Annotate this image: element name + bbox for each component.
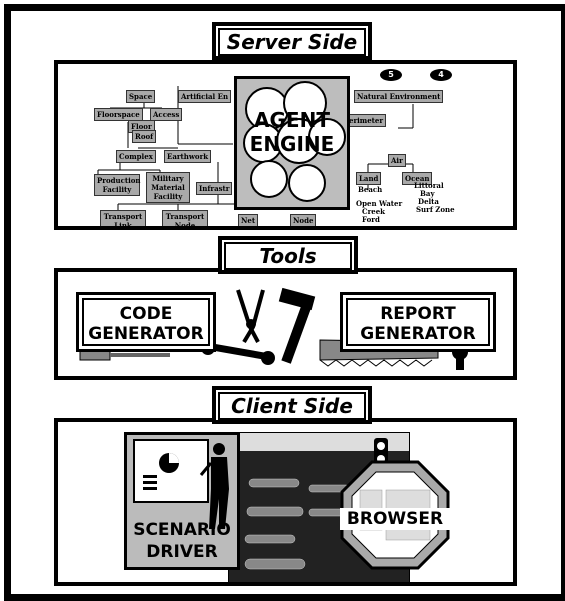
screenshot-ships [244, 478, 350, 570]
tree-node-earthwork: Earthwork [164, 150, 212, 163]
tree-node-complex: Complex [116, 150, 156, 163]
scenario-driver-panel: SCENARIO DRIVER [124, 432, 240, 570]
agent-engine-line1: AGENT [254, 108, 330, 132]
agent-engine-line2: ENGINE [249, 132, 335, 156]
report-generator-inner: REPORT GENERATOR [346, 298, 490, 346]
code-generator-inner: CODE GENERATOR [82, 298, 210, 346]
tree-node-node: Node [290, 214, 317, 226]
tree-node-creek: Creek [362, 207, 386, 216]
tools-panel: CODE GENERATOR REPORT GENERATOR [54, 268, 517, 380]
traffic-light-lamp [377, 442, 385, 450]
pie-chart-icon [143, 453, 179, 490]
tree-node-ocean: Ocean [402, 172, 433, 185]
browser-label: BROWSER [340, 508, 450, 530]
code-generator-line2: GENERATOR [88, 324, 204, 344]
tree-node-transport-node: Transport Node [162, 210, 208, 226]
code-generator-box: CODE GENERATOR [76, 292, 216, 352]
presenter-icon [199, 443, 229, 529]
pliers-icon [236, 289, 265, 344]
screenshot-toolbar [229, 433, 409, 451]
agent-engine-box: AGENT ENGINE [234, 76, 350, 210]
hammer-icon [278, 287, 316, 364]
report-generator-line2: GENERATOR [360, 324, 476, 344]
tree-node-open-water: Open Water [356, 199, 403, 208]
tree-node-delta: Delta [418, 197, 439, 206]
tree-node-artificial: Artificial En [178, 90, 232, 103]
tree-node-land: Land [356, 172, 382, 185]
tree-node-floorspace: Floorspace [94, 108, 143, 121]
server-side-tab: Server Side [212, 22, 372, 60]
tree-node-infrastructure: Infrastr [196, 182, 233, 195]
tree-node-beach: Beach [358, 185, 383, 194]
client-side-panel: SCENARIO DRIVER BROWSER [54, 418, 517, 586]
traffic-light-lamp [377, 455, 385, 463]
presentation-board [133, 439, 209, 503]
tools-title: Tools [224, 242, 352, 270]
tree-node-surf-zone: Surf Zone [416, 205, 455, 214]
traffic-light-icon [374, 438, 388, 468]
client-side-tab: Client Side [212, 386, 372, 424]
scenario-driver-line2: DRIVER [146, 542, 218, 562]
agent-engine-circles [243, 81, 346, 202]
badge-5: 5 [380, 69, 402, 81]
tree-node-access: Access [150, 108, 183, 121]
tree-node-military: Military Material Facility [146, 172, 190, 203]
tree-node-roof: Roof [132, 130, 157, 143]
code-generator-line1: CODE [119, 304, 173, 324]
tree-node-perimeter: erimeter [346, 114, 387, 127]
scenario-driver-line1: SCENARIO [133, 520, 231, 540]
tools-tab: Tools [218, 236, 358, 274]
tree-node-natural: Natural Environment [354, 90, 444, 103]
tree-node-ford: Ford [362, 215, 380, 224]
tree-node-bay: Bay [420, 189, 435, 198]
tree-node-space: Space [126, 90, 156, 103]
server-side-title: Server Side [218, 28, 366, 56]
tree-node-production: Production Facility [94, 174, 141, 196]
report-generator-line1: REPORT [380, 304, 456, 324]
tree-node-air: Air [388, 154, 406, 167]
client-side-title: Client Side [218, 392, 366, 420]
tree-node-transport-link: Transport Link [100, 210, 146, 226]
badge-4: 4 [430, 69, 452, 81]
server-side-panel: Space Artificial En Floorspace Access Fl… [54, 60, 517, 230]
tree-node-littoral: Littoral [414, 181, 444, 190]
tree-node-net: Net [238, 214, 259, 226]
report-generator-box: REPORT GENERATOR [340, 292, 496, 352]
